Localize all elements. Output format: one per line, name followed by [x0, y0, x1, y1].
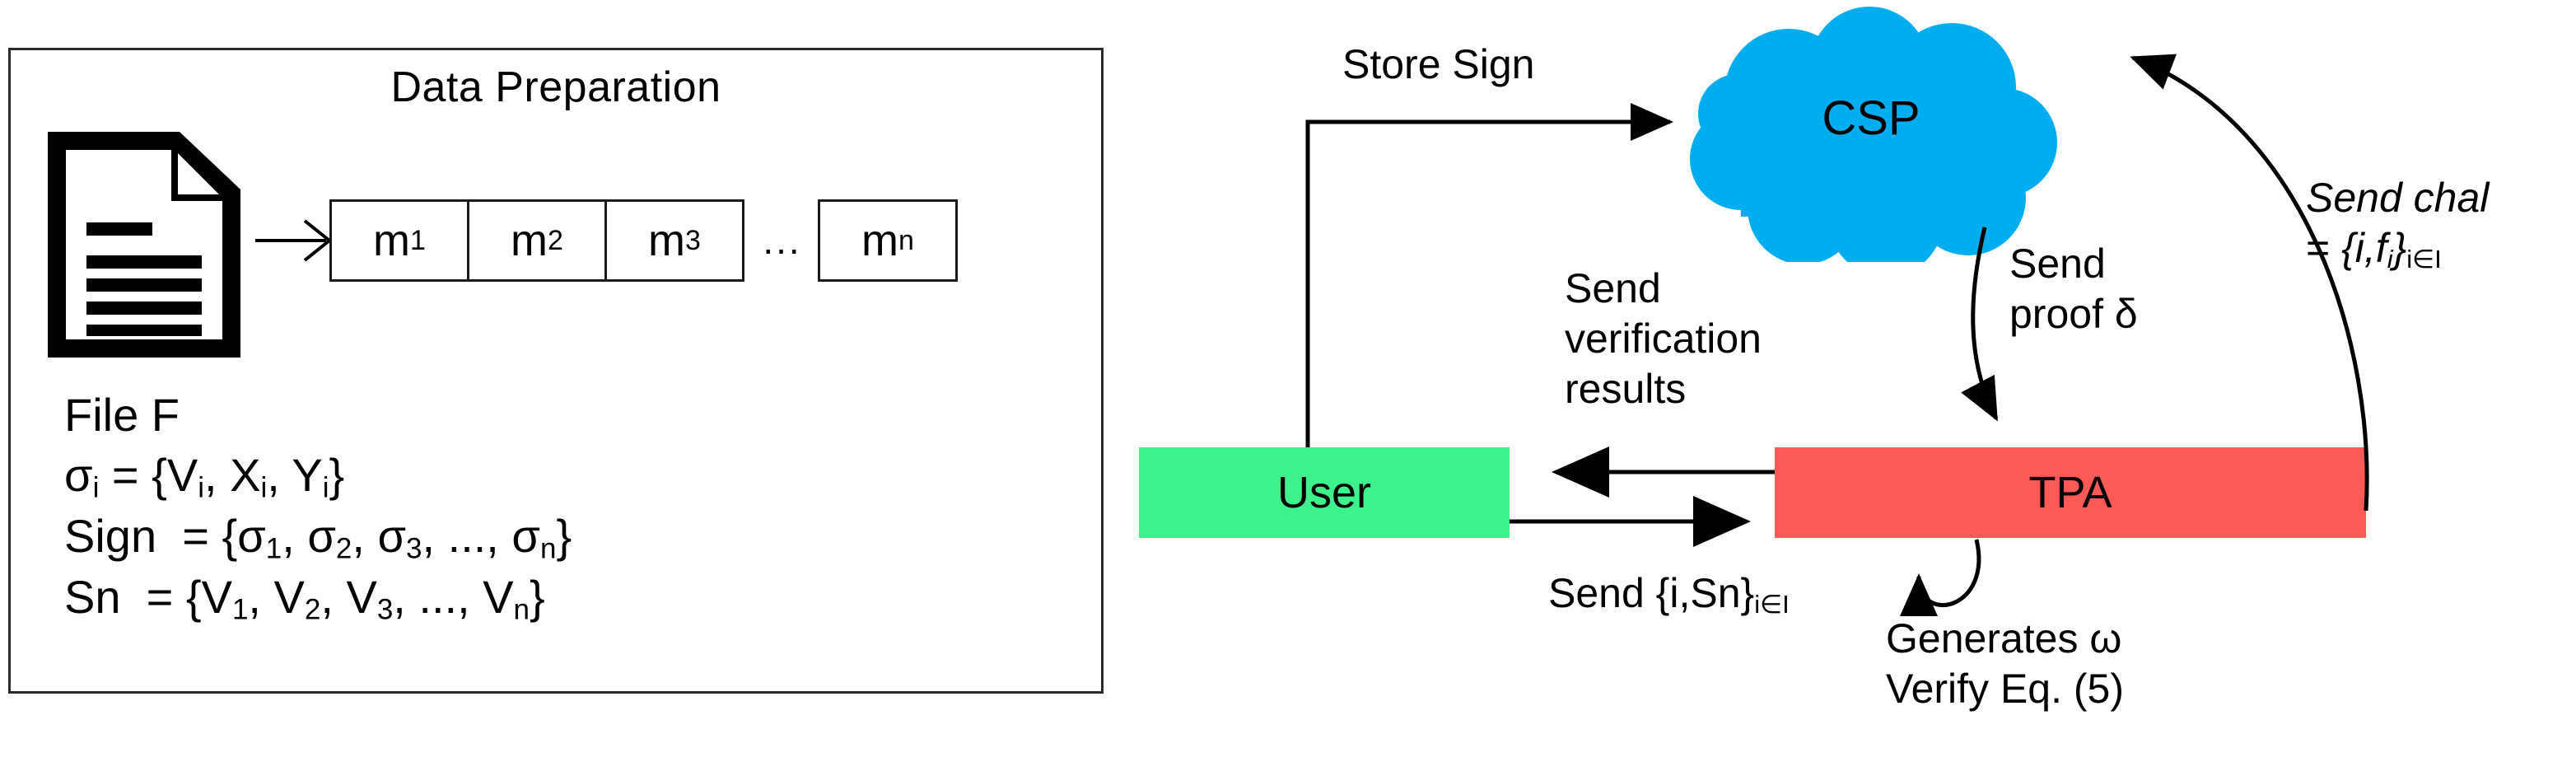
formula-sign: Sign = {σ1, σ2, σ3, ..., σn}: [64, 509, 572, 565]
send-proof-label: Send proof δ: [2009, 241, 2138, 337]
csp-label: CSP: [1822, 91, 1920, 145]
user-label: User: [1276, 468, 1371, 517]
tpa-node[interactable]: TPA: [1775, 447, 2366, 538]
message-block-ellipsis: ...: [763, 219, 802, 262]
send-proof-connector: [1961, 227, 1999, 422]
data-preparation-title: Data Preparation: [390, 63, 721, 111]
send-verification-results-label: Send verification results: [1565, 265, 1762, 412]
formula-sn: Sn = {V1, V2, V3, ..., Vn}: [64, 571, 545, 626]
store-sign-connector: [1305, 103, 1673, 447]
formula-sigma: σi = {Vi, Xi, Yi}: [64, 448, 345, 504]
send-chal-connector: [2130, 54, 2369, 512]
send-i-sn-label: Send {i,Sn}i∈I: [1548, 570, 1790, 619]
generates-verify-label: Generates ω Verify Eq. (5): [1886, 615, 2124, 712]
csp-cloud-icon: [1665, 7, 2077, 277]
formula-file: File F: [64, 389, 180, 441]
formula-list: File F σi = {Vi, Xi, Yi} Sign = {σ1, σ2,…: [64, 386, 572, 629]
user-node[interactable]: User: [1139, 447, 1510, 538]
tpa-self-loop-connector: [1900, 539, 1981, 617]
document-icon: [41, 125, 247, 364]
send-chal-label: Send chal = {i,fi}i∈I: [2306, 175, 2490, 273]
tpa-label: TPA: [2028, 468, 2112, 517]
store-sign-label: Store Sign: [1342, 41, 1535, 87]
